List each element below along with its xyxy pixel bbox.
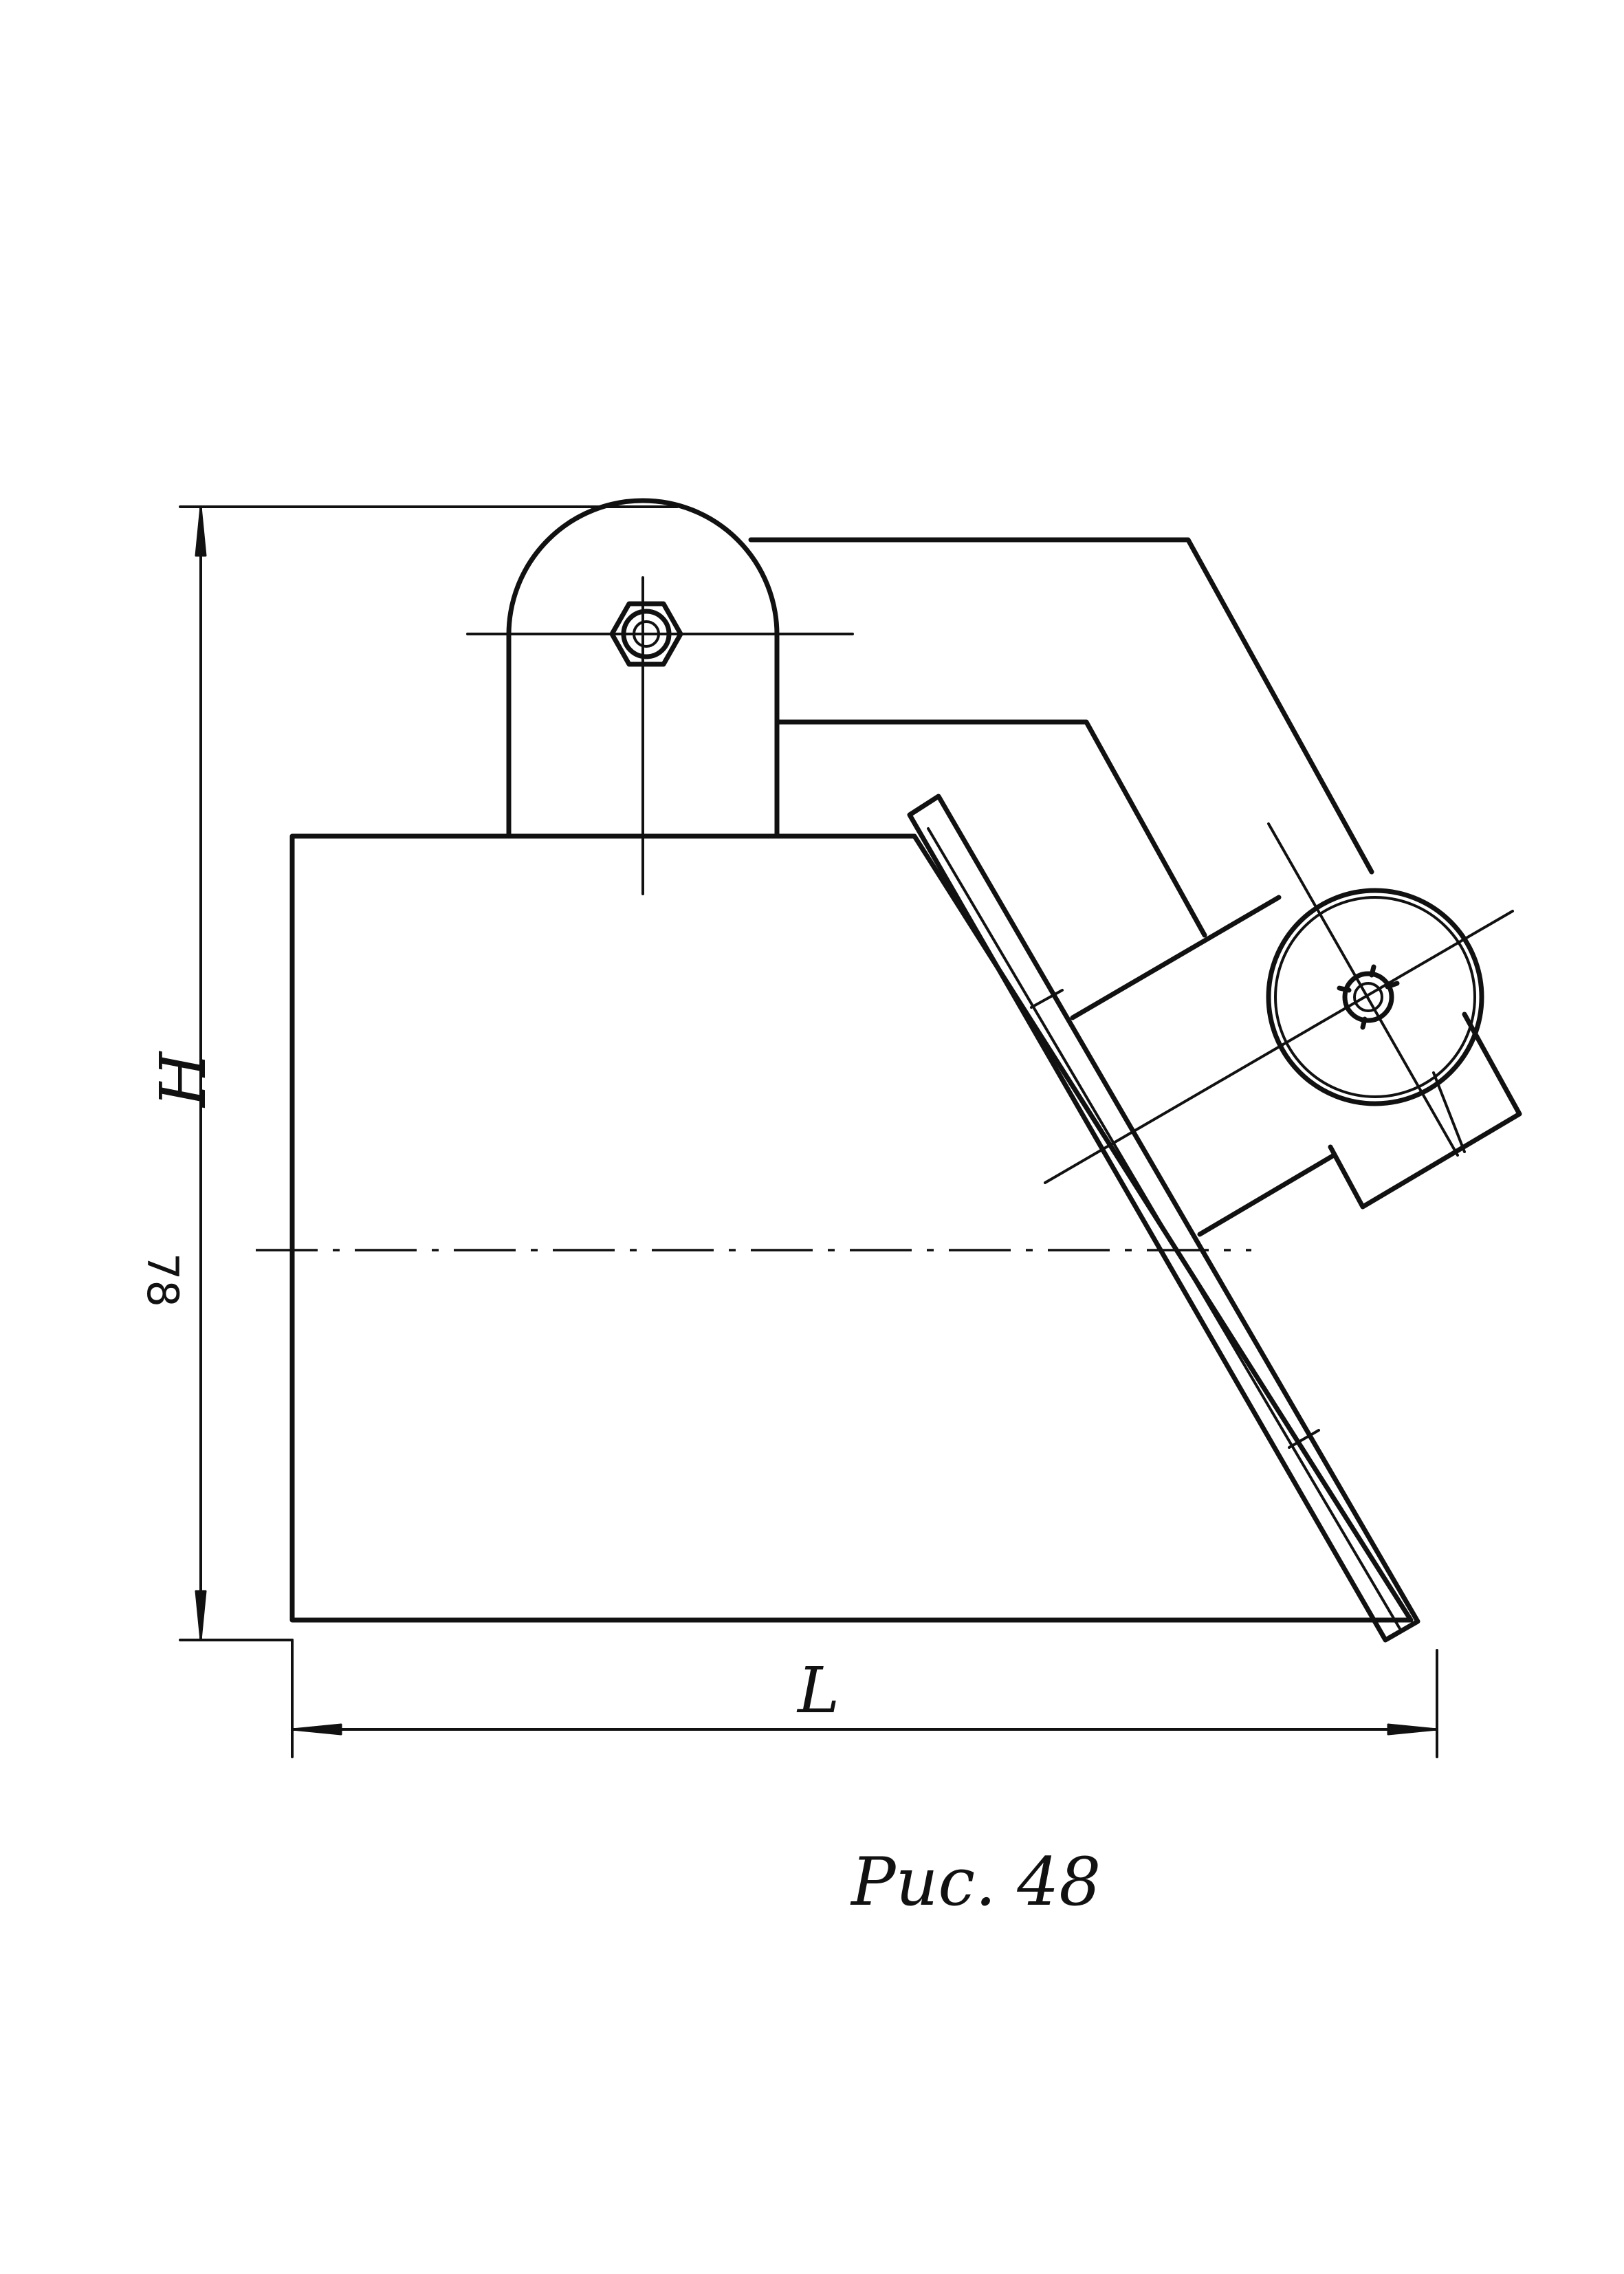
roller-end-plate <box>1328 1012 1522 1210</box>
roller-end-plate-edge <box>1432 1071 1466 1153</box>
page-number: 78 <box>138 1253 188 1307</box>
main-body-outline <box>289 833 1414 1623</box>
dimension-length <box>291 1639 1438 1758</box>
length-label: L <box>796 1654 840 1727</box>
roller-centerline-b <box>1267 822 1459 1157</box>
height-label: H <box>146 1051 220 1108</box>
roller-arm-block-lower <box>1197 1152 1337 1237</box>
hinge-lug <box>506 498 780 839</box>
upper-bracket-outer <box>748 537 1374 875</box>
inclined-blade <box>907 794 1420 1643</box>
roller-wheel <box>1266 888 1484 1106</box>
upper-bracket-inner <box>774 719 1207 938</box>
dimension-height <box>179 505 679 1641</box>
figure-caption: Рис. 48 <box>850 1844 1101 1921</box>
roller-arm-block <box>1070 895 1282 1020</box>
roller-centerline-a <box>1044 910 1514 1184</box>
